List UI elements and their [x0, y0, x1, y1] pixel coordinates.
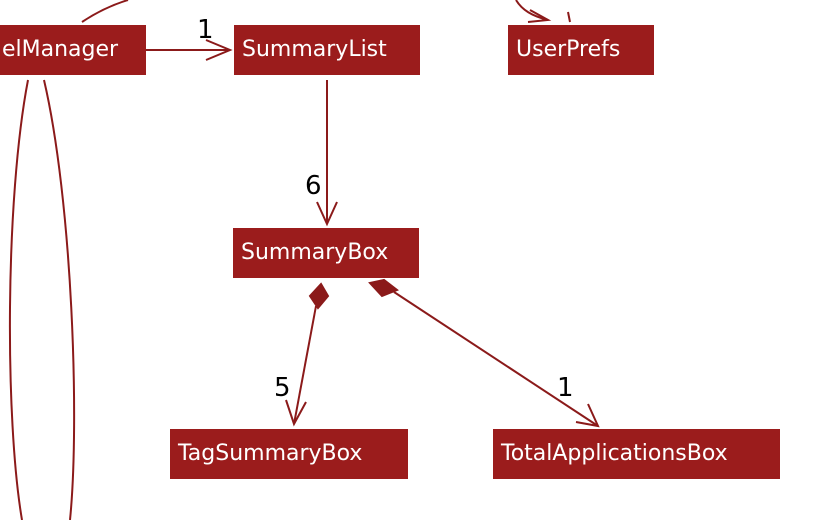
- user-prefs-label: UserPrefs: [516, 37, 621, 62]
- edge-summarybox-totalapplicationsbox: [393, 291, 599, 427]
- arrowhead-summarylist: [205, 39, 233, 61]
- userprefs-arrowhead: [527, 9, 552, 23]
- summary-list-label: SummaryList: [242, 37, 387, 62]
- tag-summary-box-label: TagSummaryBox: [178, 441, 363, 466]
- multiplicity-tag-summary-box: 5: [274, 373, 291, 403]
- composition-diamond-tag: [308, 282, 330, 310]
- multiplicity-summary-box: 6: [305, 171, 322, 201]
- userprefs-faint-edge: [567, 11, 571, 23]
- arrowhead-summarybox: [316, 201, 338, 227]
- loop-edge-outer: [8, 79, 29, 520]
- composition-diamond-total: [368, 278, 400, 298]
- summary-list-box: SummaryList: [234, 25, 420, 75]
- arrowhead-tagsummarybox: [285, 399, 307, 427]
- loop-edge-inner: [43, 79, 76, 520]
- total-applications-box-label: TotalApplicationsBox: [501, 441, 728, 466]
- summary-box-box: SummaryBox: [233, 228, 419, 278]
- user-prefs-box: UserPrefs: [508, 25, 654, 75]
- multiplicity-summary-list: 1: [197, 15, 214, 45]
- arrowhead-totalapplicationsbox: [575, 403, 600, 428]
- multiplicity-total-applications-box: 1: [557, 373, 574, 403]
- model-manager-box: elManager: [0, 25, 146, 75]
- offscreen-edge-top-left: [81, 0, 129, 23]
- tag-summary-box-box: TagSummaryBox: [170, 429, 408, 479]
- model-manager-label: elManager: [2, 37, 119, 62]
- total-applications-box-box: TotalApplicationsBox: [493, 429, 780, 479]
- summary-box-label: SummaryBox: [241, 240, 389, 265]
- edge-summarybox-tagsummarybox: [293, 305, 317, 425]
